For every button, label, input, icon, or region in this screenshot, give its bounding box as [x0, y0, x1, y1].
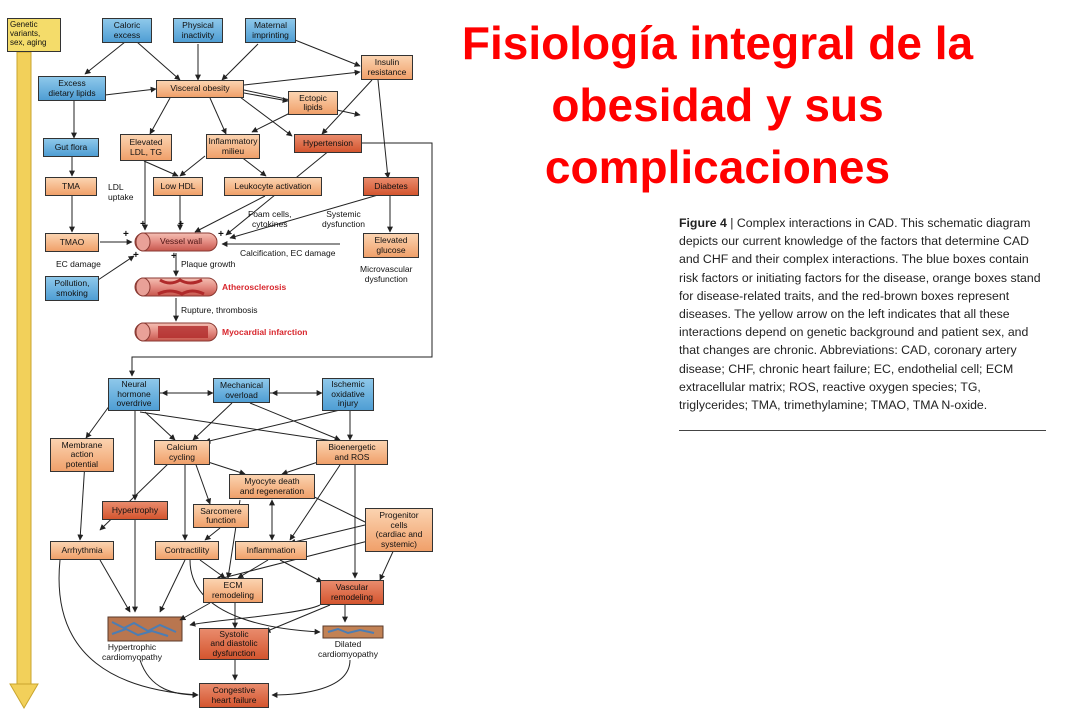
- excess-dietary-lipids-box: Excess dietary lipids: [38, 76, 106, 101]
- hypertension-box: Hypertension: [294, 134, 362, 153]
- maternal-imprinting-box: Maternal imprinting: [245, 18, 296, 43]
- inflammation-box: Inflammation: [235, 541, 307, 560]
- bioenergetic-ros-box: Bioenergetic and ROS: [316, 440, 388, 465]
- myocardial-infarction-shape: [134, 322, 218, 342]
- tma-box: TMA: [45, 177, 97, 196]
- figure-label: Figure 4: [679, 216, 727, 230]
- figure-caption: Figure 4 | Complex interactions in CAD. …: [679, 214, 1051, 414]
- gut-flora-box: Gut flora: [43, 138, 99, 157]
- arrhythmia-box: Arrhythmia: [50, 541, 114, 560]
- vessel-wall-label: Vessel wall: [160, 236, 203, 246]
- hypertrophy-box: Hypertrophy: [102, 501, 168, 520]
- systolic-diastolic-box: Systolic and diastolic dysfunction: [199, 628, 269, 660]
- calcium-cycling-box: Calcium cycling: [154, 440, 210, 465]
- diagram-canvas: [9, 39, 433, 709]
- neural-hormone-overdrive-box: Neural hormone overdrive: [108, 378, 160, 411]
- low-hdl-box: Low HDL: [153, 177, 203, 196]
- elevated-ldl-tg-box: Elevated LDL, TG: [120, 134, 172, 161]
- inflammatory-milieu-box: Inflammatory milieu: [206, 134, 260, 159]
- ldl-uptake-label: LDL uptake: [108, 182, 134, 202]
- myocardial-infarction-label: Myocardial infarction: [222, 327, 308, 337]
- plus-sign: +: [171, 251, 177, 262]
- insulin-resistance-box: Insulin resistance: [361, 55, 413, 80]
- hypertrophic-cm-label: Hypertrophic cardiomyopathy: [102, 642, 163, 662]
- caption-underline: [679, 430, 1046, 431]
- ischemic-oxidative-injury-box: Ischemic oxidative injury: [322, 378, 374, 411]
- ecm-remodeling-box: ECM remodeling: [203, 578, 263, 603]
- visceral-obesity-box: Visceral obesity: [156, 80, 244, 98]
- elevated-glucose-box: Elevated glucose: [363, 233, 419, 258]
- slide-title: Fisiología integral de la obesidad y sus…: [461, 17, 974, 193]
- ectopic-lipids-box: Ectopic lipids: [288, 91, 338, 115]
- plus-sign: +: [178, 219, 184, 230]
- plus-sign: +: [140, 219, 146, 230]
- foam-cells-label: Foam cells, cytokines: [248, 209, 292, 229]
- hypertrophic-cardiomyopathy-image: [107, 616, 183, 642]
- genetic-variants-box: Genetic variants, sex, aging: [7, 18, 61, 52]
- sarcomere-function-box: Sarcomere function: [193, 504, 249, 528]
- atherosclerosis-label: Atherosclerosis: [222, 282, 287, 292]
- caloric-excess-box: Caloric excess: [102, 18, 152, 43]
- rupture-label: Rupture, thrombosis: [181, 305, 258, 315]
- congestive-heart-failure-box: Congestive heart failure: [199, 683, 269, 708]
- systemic-dysfunction-label: Systemic dysfunction: [322, 209, 365, 229]
- figure-separator: |: [726, 216, 737, 230]
- atherosclerosis-shape: [134, 277, 218, 297]
- dilated-cm-label: Dilated cardiomyopathy: [318, 639, 379, 659]
- tmao-box: TMAO: [45, 233, 99, 252]
- membrane-action-potential-box: Membrane action potential: [50, 438, 114, 472]
- figure-caption-text: Complex interactions in CAD. This schema…: [679, 216, 1041, 413]
- plus-sign: +: [133, 250, 139, 261]
- physical-inactivity-box: Physical inactivity: [173, 18, 223, 43]
- pollution-smoking-box: Pollution, smoking: [45, 276, 99, 301]
- plaque-growth-label: Plaque growth: [181, 259, 236, 269]
- progenitor-cells-box: Progenitor cells (cardiac and systemic): [365, 508, 433, 552]
- ec-damage-label: EC damage: [56, 259, 101, 269]
- dilated-cardiomyopathy-image: [322, 625, 384, 639]
- plus-sign: +: [218, 229, 224, 240]
- calcification-label: Calcification, EC damage: [240, 248, 336, 258]
- leukocyte-activation-box: Leukocyte activation: [224, 177, 322, 196]
- myocyte-death-box: Myocyte death and regeneration: [229, 474, 315, 499]
- contractility-box: Contractility: [155, 541, 219, 560]
- diabetes-box: Diabetes: [363, 177, 419, 196]
- genetic-arrow: [9, 51, 39, 709]
- plus-sign: +: [123, 229, 129, 240]
- microvascular-label: Microvascular dysfunction: [360, 264, 413, 284]
- mechanical-overload-box: Mechanical overload: [213, 378, 270, 403]
- vascular-remodeling-box: Vascular remodeling: [320, 580, 384, 605]
- vessel-wall-shape: [134, 232, 218, 252]
